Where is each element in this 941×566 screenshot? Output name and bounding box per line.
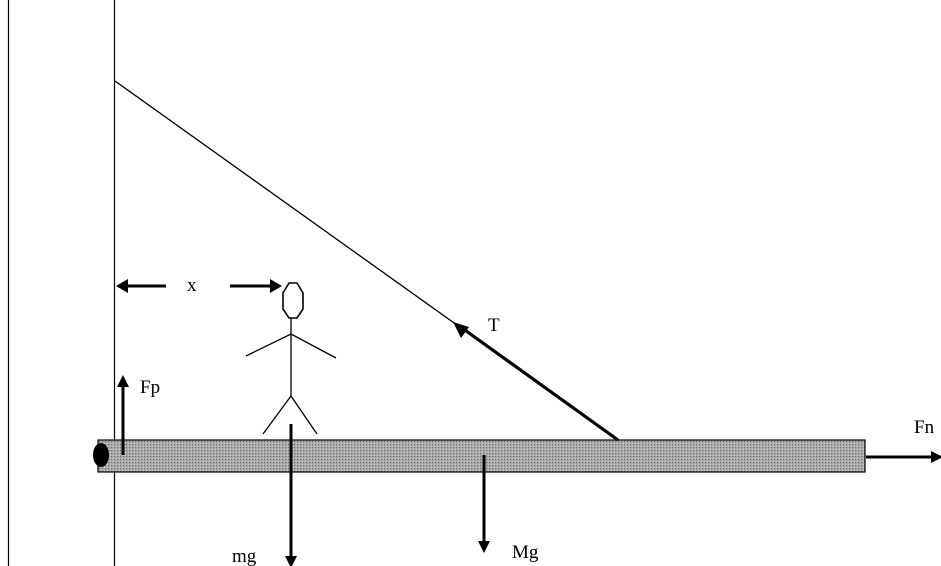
pivot-hinge — [93, 443, 109, 467]
end-force-arrow — [866, 451, 941, 463]
distance-right-arrow — [230, 279, 282, 293]
wall — [7, 0, 116, 566]
beam — [97, 439, 866, 473]
stick-person — [245, 282, 337, 435]
tension-arrow — [453, 322, 619, 442]
pivot-force-arrow — [117, 375, 129, 455]
person-weight-arrow — [285, 424, 297, 566]
person-weight-label: mg — [232, 546, 257, 566]
end-force-label: Fn — [914, 417, 935, 438]
distance-left-arrow — [116, 279, 166, 293]
pivot-force-label: Fp — [140, 377, 160, 398]
tension-label: T — [488, 315, 500, 336]
person-legs — [262, 395, 292, 435]
distance-label: x — [187, 275, 197, 296]
person-arms — [245, 333, 292, 357]
beam-weight-label: Mg — [512, 542, 539, 563]
beam-weight-arrow — [478, 455, 490, 553]
person-head — [282, 282, 304, 319]
